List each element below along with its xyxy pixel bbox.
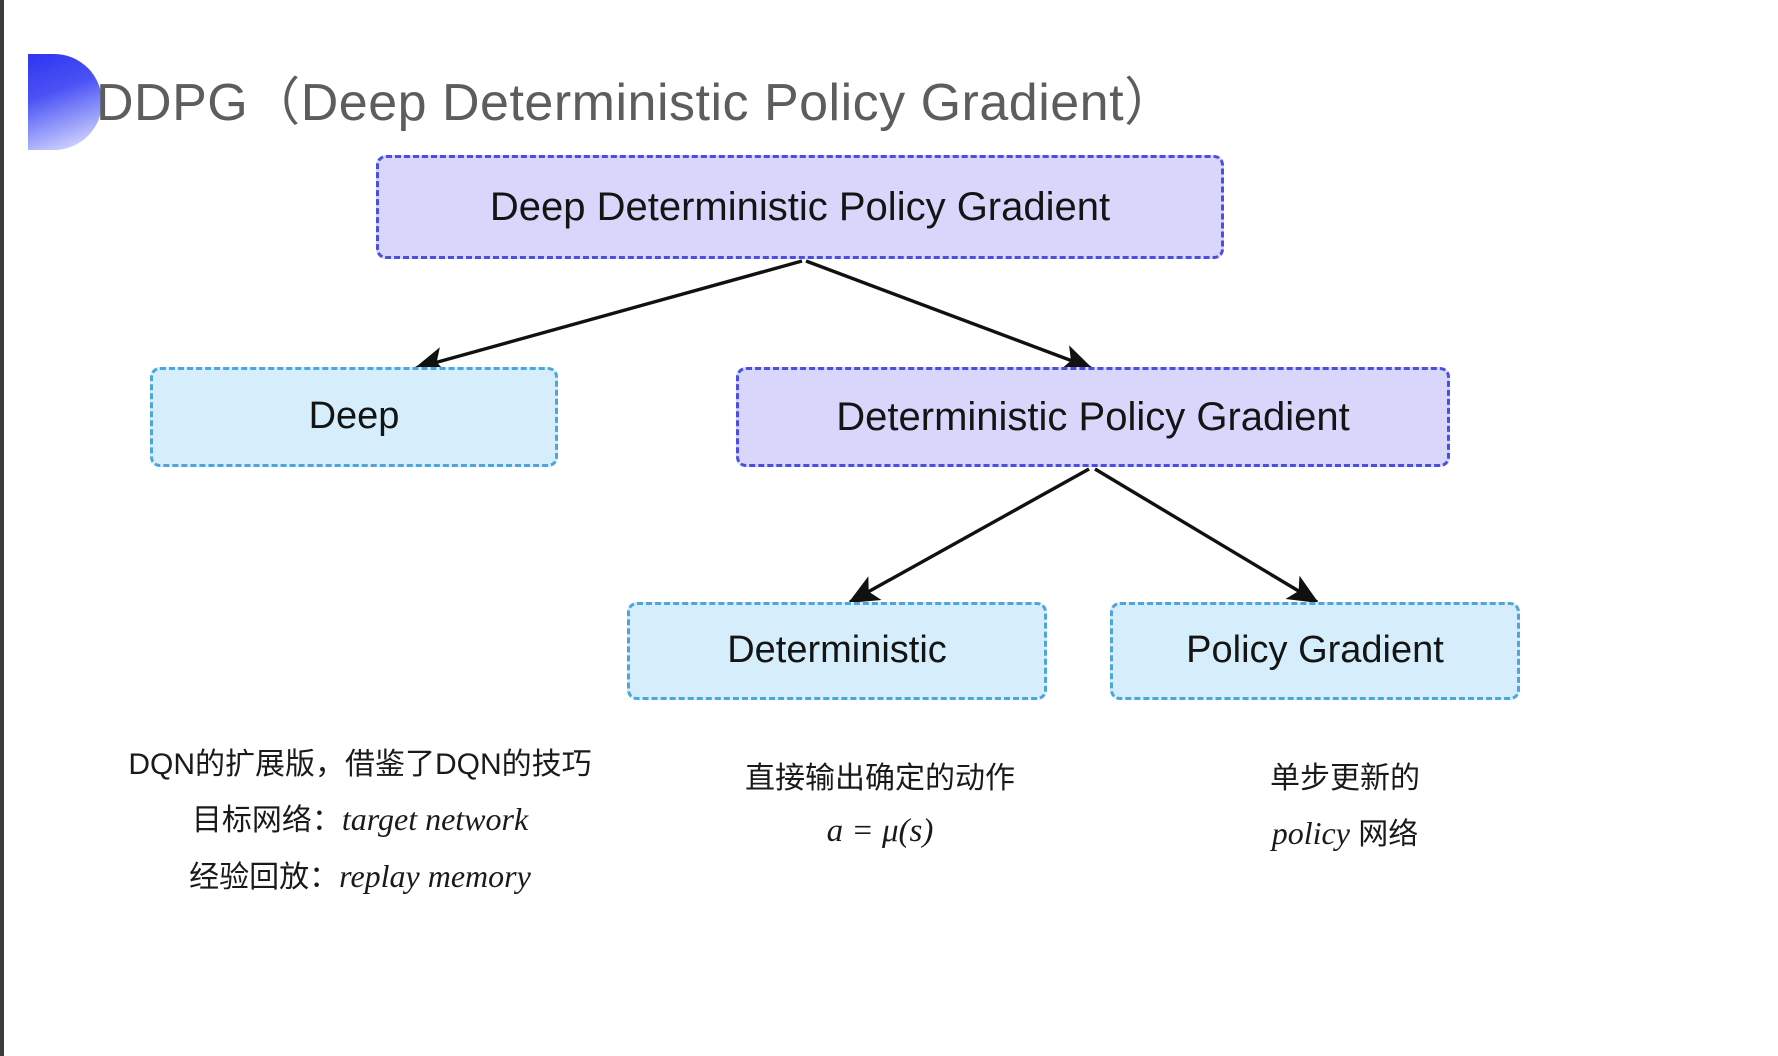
node-label: Deterministic: [727, 629, 947, 672]
node-label: Deep: [308, 395, 400, 438]
node-policy-gradient[interactable]: Policy Gradient: [1110, 602, 1520, 700]
node-label: Deep Deterministic Policy Gradient: [489, 185, 1111, 229]
caption-mid-line-1: 直接输出确定的动作: [745, 762, 1015, 795]
caption-left-line-2: 目标网络：target network: [80, 791, 640, 848]
caption-right-line-2-suffix: 网络: [1349, 818, 1419, 852]
caption-left-line-3: 经验回放：replay memory: [80, 848, 640, 905]
caption-left-line-3-label: 经验回放：: [189, 861, 340, 895]
caption-deterministic: 直接输出确定的动作 a = μ(s): [700, 752, 1060, 859]
caption-left-line-2-value: target network: [341, 801, 529, 838]
edge-dpg-to-deterministic: [848, 467, 1090, 604]
caption-right-line-1: 单步更新的: [1270, 762, 1420, 795]
edge-root-to-dpg: [805, 259, 1093, 371]
node-deep[interactable]: Deep: [150, 367, 558, 467]
caption-mid-formula: a = μ(s): [826, 813, 934, 850]
node-deterministic-policy-gradient[interactable]: Deterministic Policy Gradient: [736, 367, 1450, 467]
caption-deep: DQN的扩展版，借鉴了DQN的技巧 目标网络：target network 经验…: [80, 738, 640, 905]
caption-right-line-2-value: policy: [1271, 815, 1350, 852]
caption-left-line-2-label: 目标网络：: [191, 804, 342, 838]
node-label: Deterministic Policy Gradient: [836, 395, 1350, 439]
caption-left-line-1: DQN的扩展版，借鉴了DQN的技巧: [128, 748, 592, 781]
slide-left-edge-rule: [0, 0, 4, 1056]
caption-policy-gradient: 单步更新的 policy 网络: [1180, 752, 1510, 862]
edge-root-to-deep: [414, 259, 803, 374]
node-deep-deterministic-policy-gradient[interactable]: Deep Deterministic Policy Gradient: [376, 155, 1224, 259]
half-circle-bullet-icon: [28, 54, 102, 150]
edge-dpg-to-policy-gradient: [1094, 467, 1319, 604]
caption-right-line-2: policy 网络: [1180, 805, 1510, 862]
caption-left-line-3-value: replay memory: [339, 858, 531, 895]
node-deterministic[interactable]: Deterministic: [627, 602, 1047, 700]
node-label: Policy Gradient: [1186, 629, 1444, 672]
page-title: DDPG（Deep Deterministic Policy Gradient）: [96, 74, 1177, 132]
